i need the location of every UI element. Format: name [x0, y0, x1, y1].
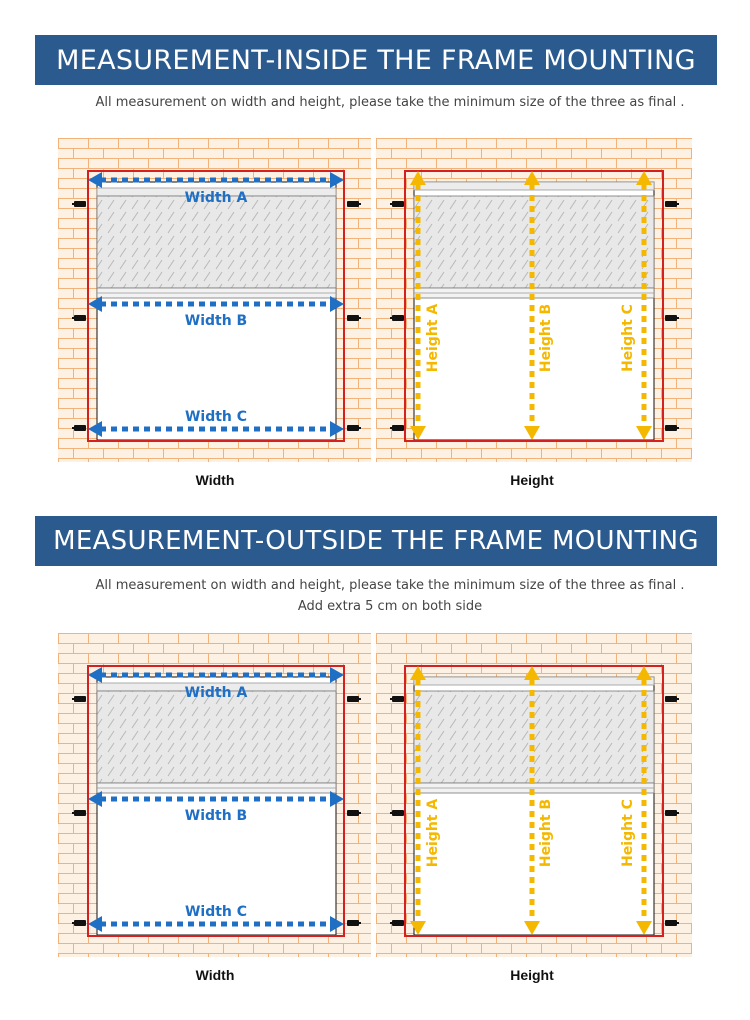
- inside-mount-banner: MEASUREMENT-INSIDE THE FRAME MOUNTING: [35, 35, 717, 85]
- width-c-arrow: [88, 421, 344, 437]
- note-line: Add extra 5 cm on both side: [297, 599, 483, 614]
- height-a-label: Height A: [425, 799, 441, 868]
- window-frame: [96, 676, 337, 936]
- width-a-arrow: [88, 172, 344, 188]
- width-caption: Width: [195, 967, 235, 983]
- instruction-note: All measurement on width and height, ple…: [0, 92, 750, 113]
- width-c-label: Width C: [185, 409, 247, 425]
- height-a-arrow: [410, 171, 426, 440]
- width-c-label: Width C: [185, 904, 247, 920]
- note-line: All measurement on width and height, ple…: [95, 578, 685, 593]
- height-a-label: Height A: [425, 304, 441, 373]
- section-title: MEASUREMENT-INSIDE THE FRAME MOUNTING: [56, 44, 696, 76]
- width-c-arrow: [88, 916, 344, 932]
- inside-width-diagram: Width A Width B Width C: [58, 138, 371, 462]
- height-caption: Height: [510, 472, 554, 488]
- mount-outline: [87, 170, 345, 442]
- height-c-label: Height C: [620, 799, 636, 867]
- height-b-label: Height B: [538, 799, 554, 867]
- instruction-note: All measurement on width and height, ple…: [0, 575, 750, 617]
- note-line: All measurement on width and height, ple…: [95, 95, 685, 110]
- height-c-arrow: [636, 171, 652, 440]
- mount-outline: [404, 665, 664, 937]
- mount-outline: [404, 170, 664, 442]
- outside-height-diagram: Height A Height B Height C: [376, 633, 692, 957]
- height-b-arrow: [524, 666, 540, 935]
- inside-height-diagram: Height A Height B Height C: [376, 138, 692, 462]
- outside-mount-banner: MEASUREMENT-OUTSIDE THE FRAME MOUNTING: [35, 516, 717, 566]
- height-caption: Height: [510, 967, 554, 983]
- width-b-arrow: [88, 296, 344, 312]
- mount-outline: [87, 665, 345, 937]
- inside-mount-section: MEASUREMENT-INSIDE THE FRAME MOUNTING Al…: [0, 0, 750, 500]
- width-b-label: Width B: [185, 808, 247, 824]
- width-b-label: Width B: [185, 313, 247, 329]
- width-b-arrow: [88, 791, 344, 807]
- outside-mount-section: MEASUREMENT-OUTSIDE THE FRAME MOUNTING A…: [0, 500, 750, 1020]
- width-a-arrow: [88, 667, 344, 683]
- section-title: MEASUREMENT-OUTSIDE THE FRAME MOUNTING: [53, 526, 699, 556]
- height-b-label: Height B: [538, 304, 554, 372]
- width-a-label: Width A: [185, 685, 248, 701]
- width-a-label: Width A: [185, 190, 248, 206]
- outside-width-diagram: Width A Width B Width C: [58, 633, 371, 957]
- width-caption: Width: [195, 472, 235, 488]
- height-a-arrow: [410, 666, 426, 935]
- height-c-label: Height C: [620, 304, 636, 372]
- height-b-arrow: [524, 171, 540, 440]
- window-frame: [96, 181, 337, 441]
- height-c-arrow: [636, 666, 652, 935]
